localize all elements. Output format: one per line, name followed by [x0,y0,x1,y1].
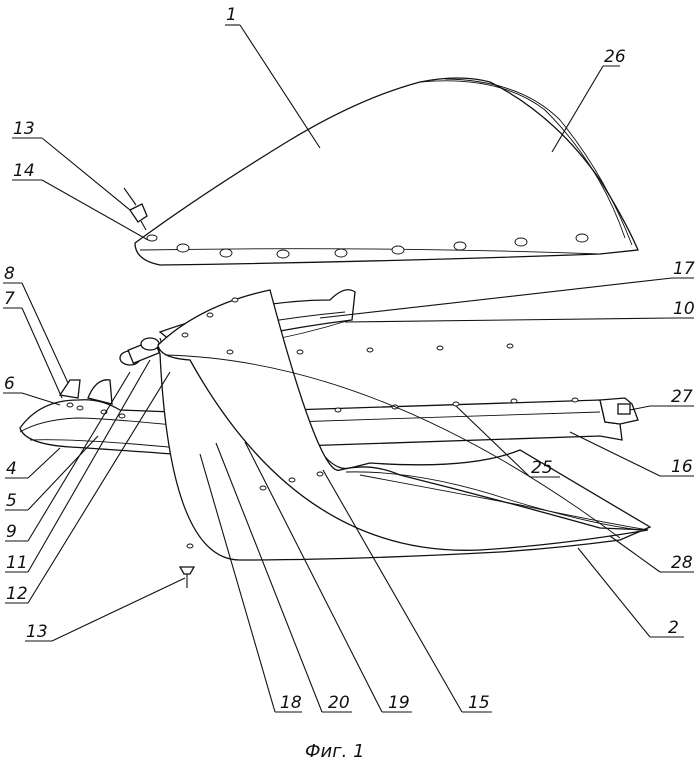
reference-numerals: 1 26 13 14 8 7 6 17 10 27 25 16 4 5 9 11… [4,5,695,762]
label-19: 19 [388,693,410,713]
screw-bottom [178,566,196,588]
label-2: 2 [668,618,679,638]
label-18: 18 [280,693,302,713]
label-9: 9 [6,522,17,542]
label-17: 17 [673,259,695,279]
label-15: 15 [468,693,490,713]
label-7: 7 [4,289,15,309]
label-6: 6 [4,374,15,394]
label-12: 12 [6,584,28,604]
label-1: 1 [226,5,237,25]
upper-shell-part [134,77,639,266]
leader-lines [3,24,694,713]
figure-caption: Фиг. 1 [305,741,365,762]
lower-shell-part [157,289,652,561]
label-14: 14 [13,161,35,181]
label-4: 4 [6,459,17,479]
label-20: 20 [328,693,350,713]
label-25: 25 [531,458,553,478]
label-13-top: 13 [13,119,35,139]
label-13-bottom: 13 [26,622,48,642]
screw-top [123,187,148,231]
label-11: 11 [6,553,28,573]
label-10: 10 [673,299,695,319]
label-16: 16 [671,457,693,477]
label-8: 8 [4,264,15,284]
label-26: 26 [604,47,626,67]
label-5: 5 [6,491,17,511]
label-27: 27 [671,387,693,407]
label-28: 28 [671,553,693,573]
